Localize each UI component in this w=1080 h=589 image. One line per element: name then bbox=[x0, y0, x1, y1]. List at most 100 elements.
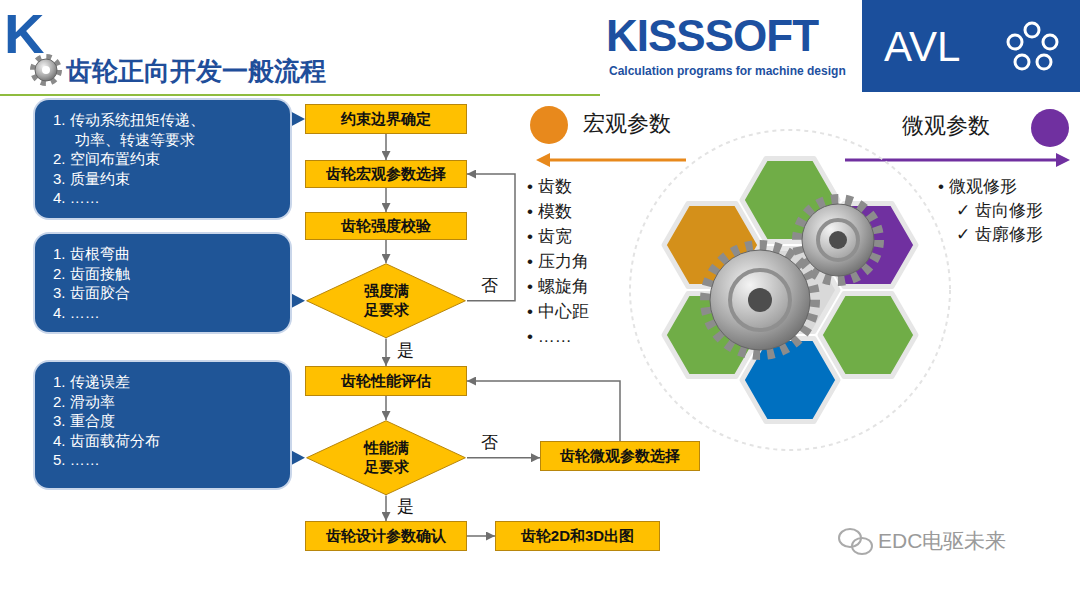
large-gear bbox=[706, 246, 814, 354]
callout-item: 1. 传动系统扭矩传递、 功率、转速等要求 bbox=[53, 110, 221, 149]
gear-body bbox=[710, 250, 810, 350]
flow-arrow bbox=[385, 496, 387, 522]
micro-dot bbox=[1031, 109, 1069, 147]
branch-label: 否 bbox=[479, 276, 500, 296]
callout-box: 1. 传递误差2. 滑动率3. 重合度4. 齿面载荷分布5. …… bbox=[35, 362, 290, 488]
flow-arrow bbox=[385, 396, 387, 420]
callout-item: 1. 传递误差 bbox=[53, 372, 221, 392]
micro-arrowhead bbox=[1056, 153, 1070, 167]
callout-pointer bbox=[288, 110, 305, 128]
bullet-item: • 压力角 bbox=[527, 252, 589, 272]
process-label: 齿轮2D和3D出图 bbox=[521, 527, 634, 545]
diamond-shape bbox=[307, 264, 466, 338]
diamond-shape bbox=[307, 421, 466, 495]
macro-arrow bbox=[548, 159, 686, 162]
avl-icon-ring bbox=[1015, 55, 1029, 69]
check-item: ✓ 齿廓修形 bbox=[956, 225, 1043, 245]
process-box: 齿轮微观参数选择 bbox=[540, 441, 700, 471]
gear-hub bbox=[829, 231, 847, 249]
avl-icon bbox=[1008, 23, 1057, 69]
halo-ring bbox=[630, 130, 950, 450]
callout-item: 3. 重合度 bbox=[53, 411, 221, 431]
bullet-item: • 螺旋角 bbox=[527, 277, 589, 297]
callout-item: 2. 滑动率 bbox=[53, 392, 221, 412]
callout-box: 1. 齿根弯曲2. 齿面接触3. 齿面胶合4. …… bbox=[35, 234, 290, 332]
avl-icon-ring bbox=[1043, 35, 1057, 49]
hexagon bbox=[820, 293, 916, 376]
flow-arrow bbox=[467, 535, 495, 537]
decision-diamond: 强度满 足要求 bbox=[305, 263, 467, 339]
flow-arrow bbox=[385, 339, 387, 367]
bullet-item: • 模数 bbox=[527, 202, 572, 222]
avl-icon-ring bbox=[1037, 55, 1051, 69]
gear-teeth bbox=[798, 200, 878, 280]
group-heading: 微观参数 bbox=[902, 113, 990, 139]
small-gear bbox=[798, 200, 878, 280]
callout-box: 1. 传动系统扭矩传递、 功率、转速等要求2. 空间布置约束3. 质量约束4. … bbox=[35, 100, 290, 218]
logo-letter: K bbox=[4, 0, 44, 67]
bullet-item: • …… bbox=[527, 327, 572, 347]
flow-arrow bbox=[385, 134, 387, 160]
flow-arrow bbox=[385, 240, 387, 263]
brand-logo: AVL bbox=[884, 22, 960, 72]
hexagon-cluster bbox=[664, 158, 916, 421]
group-heading: 宏观参数 bbox=[583, 111, 671, 137]
gear-ring bbox=[818, 220, 858, 260]
micro-arrow bbox=[845, 159, 1058, 162]
process-box: 齿轮性能评估 bbox=[305, 366, 467, 396]
callout-item: 4. …… bbox=[53, 188, 221, 208]
process-box: 齿轮强度校验 bbox=[305, 212, 467, 240]
callout-item: 5. …… bbox=[53, 450, 221, 470]
avl-icon-ring bbox=[1008, 35, 1022, 49]
watermark: EDC电驱未来 bbox=[878, 528, 1006, 553]
callout-item: 4. …… bbox=[53, 303, 221, 323]
gear-teeth bbox=[706, 246, 814, 354]
decision-label: 强度满 足要求 bbox=[358, 282, 414, 320]
flow-arrow bbox=[467, 174, 515, 301]
callout-item: 4. 齿面载荷分布 bbox=[53, 431, 221, 451]
process-label: 齿轮宏观参数选择 bbox=[326, 165, 446, 183]
gear-hub bbox=[42, 66, 50, 74]
branch-label: 是 bbox=[395, 341, 416, 361]
decision-label: 性能满 足要求 bbox=[358, 439, 414, 477]
macro-dot bbox=[530, 106, 568, 144]
wechat-icon bbox=[839, 529, 872, 554]
flow-arrow bbox=[467, 457, 540, 459]
process-box: 齿轮宏观参数选择 bbox=[305, 160, 467, 188]
brand-logo: KISSSOFT bbox=[606, 10, 818, 63]
process-box: 约束边界确定 bbox=[305, 104, 467, 134]
bullet-item: • 齿数 bbox=[527, 177, 572, 197]
branch-label: 否 bbox=[479, 433, 500, 453]
wechat-bubble bbox=[852, 538, 872, 554]
callout-item: 3. 质量约束 bbox=[53, 169, 221, 189]
process-label: 齿轮设计参数确认 bbox=[326, 527, 446, 545]
callout-item: 2. 齿面接触 bbox=[53, 264, 221, 284]
bullet-item: • 齿宽 bbox=[527, 227, 572, 247]
callout-pointer bbox=[288, 292, 305, 310]
avl-panel bbox=[862, 0, 1080, 92]
bullet-item: • 中心距 bbox=[527, 302, 589, 322]
process-box: 齿轮2D和3D出图 bbox=[495, 521, 660, 551]
macro-arrowhead bbox=[536, 153, 550, 167]
branch-label: 是 bbox=[395, 497, 416, 517]
process-box: 齿轮设计参数确认 bbox=[305, 521, 467, 551]
process-label: 齿轮强度校验 bbox=[341, 217, 431, 235]
process-label: 约束边界确定 bbox=[341, 110, 431, 128]
process-label: 齿轮性能评估 bbox=[341, 372, 431, 390]
page-title: 齿轮正向开发一般流程 bbox=[66, 56, 326, 87]
header-rule bbox=[0, 94, 600, 96]
gear-ring bbox=[730, 270, 790, 330]
gear-hub bbox=[748, 288, 772, 312]
gear-body bbox=[802, 204, 874, 276]
flow-arrow bbox=[385, 188, 387, 212]
callout-pointer bbox=[288, 449, 305, 467]
process-label: 齿轮微观参数选择 bbox=[560, 447, 680, 465]
decision-diamond: 性能满 足要求 bbox=[305, 420, 467, 496]
callout-item: 3. 齿面胶合 bbox=[53, 283, 221, 303]
check-item: ✓ 齿向修形 bbox=[956, 201, 1043, 221]
bullet-item: • 微观修形 bbox=[938, 177, 1017, 197]
callout-item: 1. 齿根弯曲 bbox=[53, 244, 221, 264]
avl-icon-ring bbox=[1025, 23, 1039, 37]
brand-tagline: Calculation programs for machine design bbox=[609, 64, 846, 78]
